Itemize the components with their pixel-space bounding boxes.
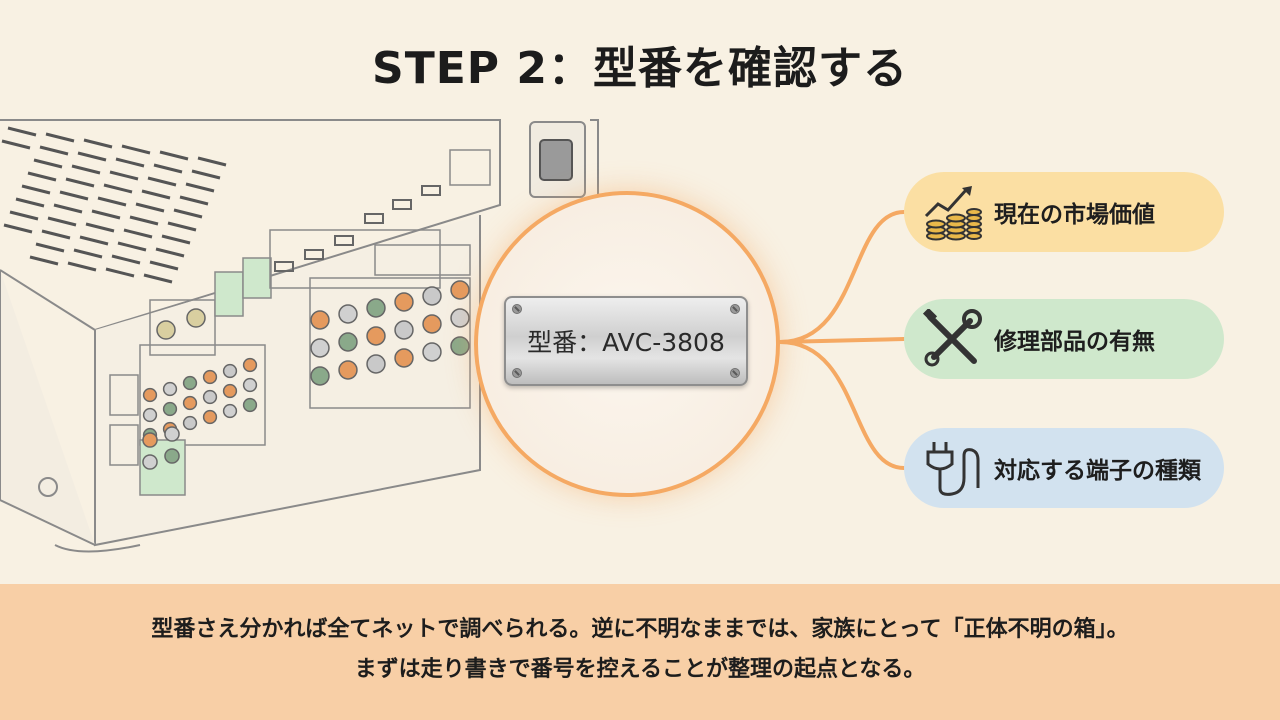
screw-icon <box>730 368 740 378</box>
branch-connectors <box>778 210 906 470</box>
model-number-plate: 型番：AVC-3808 <box>504 296 748 386</box>
model-number-text: 型番：AVC-3808 <box>527 328 725 357</box>
screw-icon <box>512 368 522 378</box>
footer-line: 型番さえ分かれば全てネットで調べられる。逆に不明なままでは、家族にとって「正体不… <box>151 617 1129 642</box>
branch-label: 現在の市場価値 <box>994 202 1155 228</box>
tools-icon <box>922 309 982 367</box>
branch-repair-parts: 修理部品の有無 <box>904 299 1224 379</box>
branch-terminal-types: 対応する端子の種類 <box>904 428 1224 508</box>
page-title: STEP 2：型番を確認する <box>372 43 908 94</box>
branch-label: 対応する端子の種類 <box>994 458 1201 484</box>
branch-market-value: 現在の市場価値 <box>904 172 1224 252</box>
footer-caption: 型番さえ分かれば全てネットで調べられる。逆に不明なままでは、家族にとって「正体不… <box>0 584 1280 720</box>
branch-label: 修理部品の有無 <box>994 329 1155 355</box>
screw-icon <box>730 304 740 314</box>
plug-icon <box>926 442 980 496</box>
screw-icon <box>512 304 522 314</box>
chart-coins-icon <box>924 186 982 241</box>
footer-line: まずは走り書きで番号を控えることが整理の起点となる。 <box>354 657 926 682</box>
av-receiver-illustration <box>0 119 599 553</box>
